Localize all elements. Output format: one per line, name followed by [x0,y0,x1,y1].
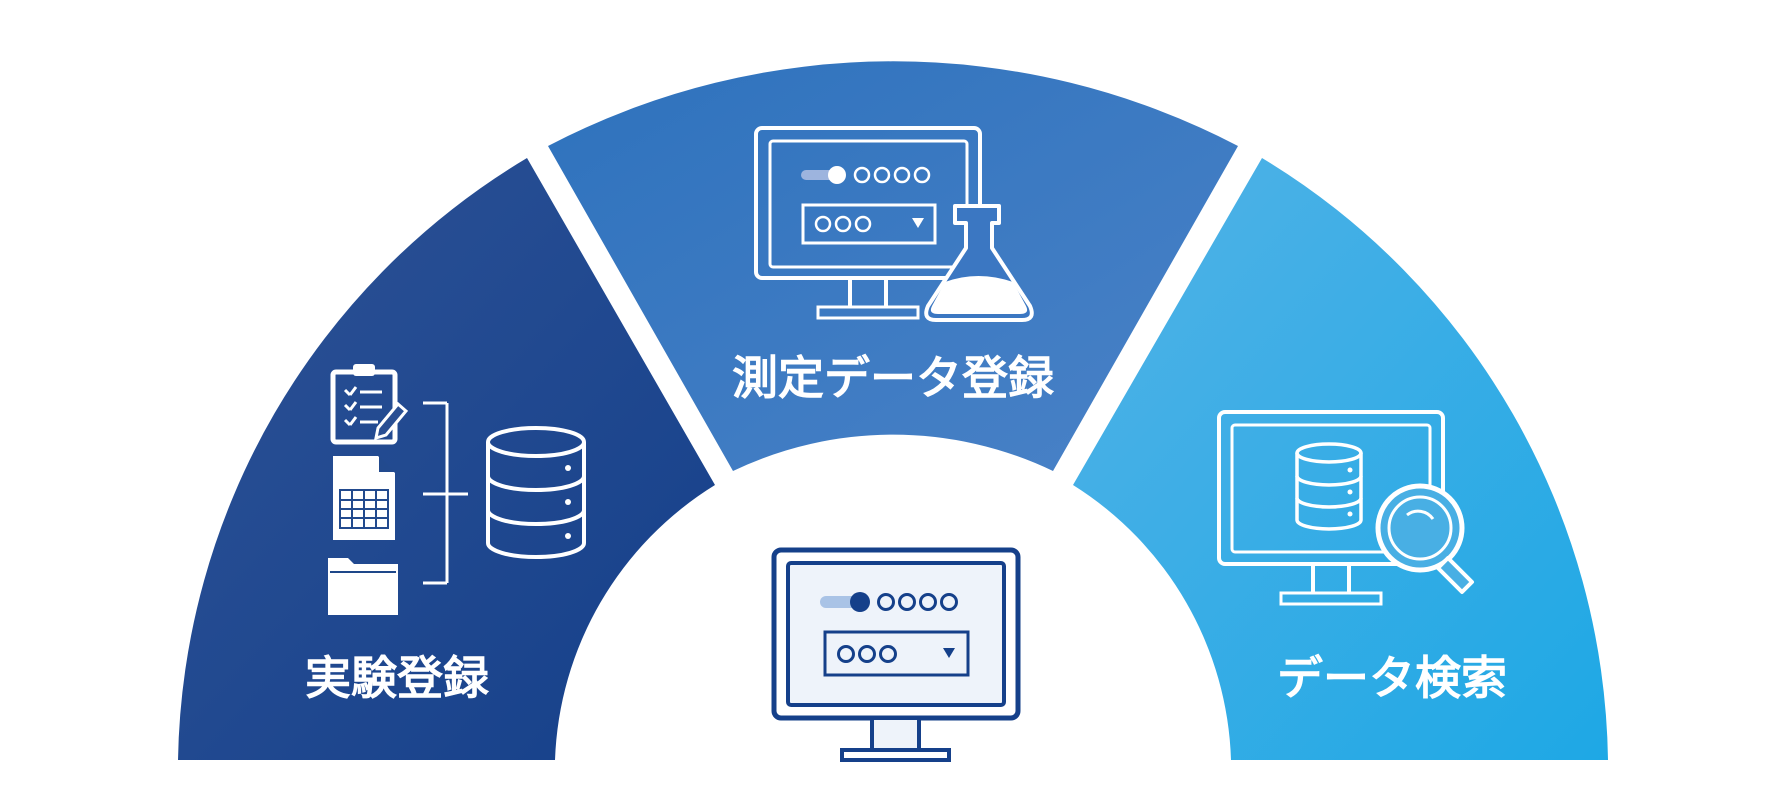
experiment-icons [328,364,586,615]
database-icon [486,426,586,559]
measurement-icons [754,126,1034,322]
spreadsheet-document-icon [333,456,395,540]
search-icons [1217,410,1474,606]
label-measurement: 測定データ登録 [732,351,1055,405]
magnifier-icon [1375,483,1474,594]
flask-icon [924,204,1034,322]
bracket-connector [423,401,468,585]
folder-icon [328,558,398,615]
label-experiment: 実験登録 [305,651,490,705]
segment-search [1073,158,1608,760]
monitor-icon [754,126,982,320]
center-monitor-icon [771,547,1021,762]
label-search: データ検索 [1277,651,1507,705]
clipboard-checklist-icon [330,364,409,445]
database-icon [1295,442,1363,531]
